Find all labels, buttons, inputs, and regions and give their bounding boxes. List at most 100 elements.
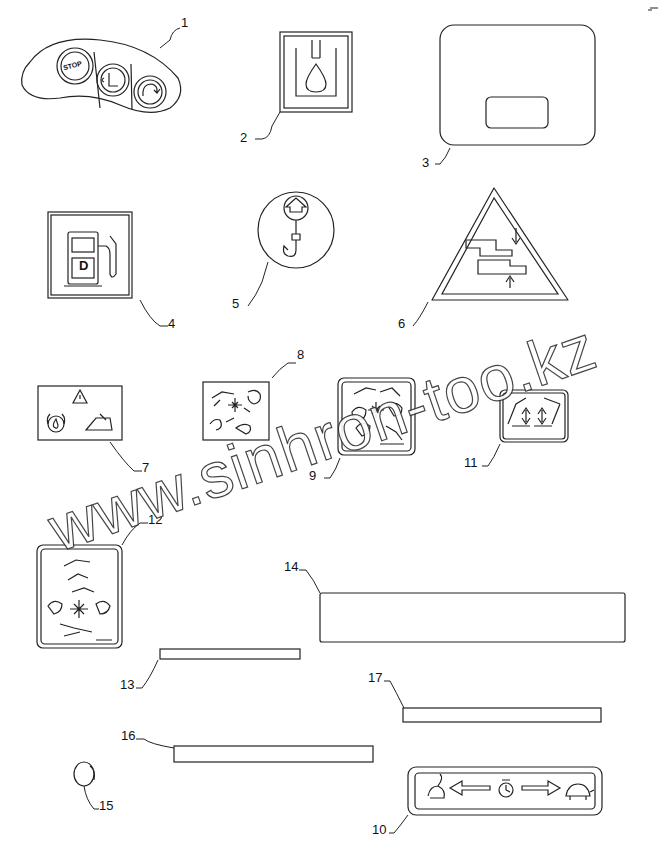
leader-lines: [272, 363, 296, 378]
callout-number: 16: [121, 729, 135, 742]
control-pattern-decal: [212, 392, 242, 412]
decal-strip: [403, 708, 601, 722]
lift-point-decal: [286, 198, 306, 212]
throttle-decal: [566, 784, 594, 800]
diesel-fuel-decal: [72, 238, 94, 252]
decal-strip: [174, 746, 373, 762]
start-switch-decal: [134, 76, 166, 108]
callout-number: 13: [120, 678, 134, 691]
diesel-fuel-decal: [72, 258, 94, 278]
arm-movement-decal: [522, 408, 530, 424]
plug-cap: [74, 762, 94, 786]
callout-number: 8: [297, 348, 304, 361]
control-pattern-decal: [64, 560, 94, 592]
control-pattern-decal: [244, 390, 260, 412]
fuel-letter: D: [79, 259, 88, 272]
start-switch-decal: [102, 73, 118, 86]
lift-point-decal: [284, 196, 308, 220]
crush-warning-decal: [432, 188, 568, 300]
control-pattern-decal: [70, 600, 88, 618]
lift-point-decal: [258, 192, 334, 268]
lift-point-decal: [284, 220, 301, 256]
oil-pressure-warning-decal: [73, 390, 87, 403]
blank-decal: [440, 25, 595, 145]
start-switch-decal: [57, 48, 93, 84]
throttle-decal: [408, 767, 602, 815]
throttle-decal: [502, 780, 510, 792]
start-switch-decal: [101, 68, 125, 92]
callout-number: 6: [398, 317, 405, 330]
start-switch-decal: [138, 80, 162, 104]
leader-lines: [299, 570, 320, 593]
leader-lines: [140, 300, 168, 326]
throttle-decal: [415, 773, 595, 809]
throttle-decal: [428, 774, 444, 798]
leader-lines: [136, 660, 158, 688]
crush-warning-decal: [442, 198, 558, 294]
diesel-fuel-decal: [68, 232, 98, 284]
hydraulic-oil-decal: [306, 64, 326, 92]
start-switch-decal: [22, 39, 181, 112]
leader-lines: [160, 28, 180, 48]
oil-pressure-warning-decal: [38, 386, 122, 440]
start-switch-decal: [94, 52, 132, 110]
diesel-fuel-decal: [48, 212, 132, 298]
button-text: STOP: [62, 60, 82, 72]
leader-lines: [384, 681, 404, 708]
diesel-fuel-decal: [98, 236, 116, 277]
control-pattern-decal: [60, 624, 112, 640]
hydraulic-oil-decal: [280, 32, 352, 112]
crush-warning-decal: [466, 240, 512, 256]
callout-number: 5: [232, 297, 239, 310]
hydraulic-oil-decal: [284, 36, 348, 108]
control-pattern-decal: [37, 545, 122, 648]
decal-strip: [320, 593, 625, 642]
decal-strip: [160, 649, 300, 659]
oil-pressure-warning-decal: [86, 414, 112, 430]
leader-lines: [255, 112, 280, 139]
callout-number: 14: [284, 560, 298, 573]
callout-number: 11: [464, 456, 478, 469]
diesel-fuel-decal: [48, 212, 132, 298]
start-switch-decal: [97, 64, 129, 96]
start-switch-decal: [61, 52, 89, 80]
start-switch-decal: [143, 84, 160, 96]
control-pattern-decal: [37, 545, 122, 648]
oil-pressure-warning-decal: [47, 414, 64, 424]
leader-lines: [84, 786, 99, 809]
leader-lines: [413, 302, 428, 326]
callout-number: 3: [422, 156, 429, 169]
hydraulic-oil-decal: [296, 40, 336, 96]
crush-warning-decal: [506, 228, 520, 288]
throttle-decal: [522, 781, 560, 795]
control-pattern-decal: [41, 549, 118, 644]
throttle-decal: [450, 781, 490, 795]
oil-pressure-warning-decal: [48, 416, 64, 432]
hydraulic-oil-decal: [280, 32, 352, 112]
start-switch-decal: [22, 39, 181, 112]
throttle-decal: [408, 767, 602, 815]
callout-number: 15: [99, 799, 113, 812]
callout-number: 17: [368, 671, 382, 684]
crush-warning-decal: [478, 260, 526, 274]
corner-mark: [648, 8, 658, 10]
leader-lines: [435, 148, 450, 164]
crush-warning-decal: [432, 188, 568, 300]
leader-lines: [389, 815, 408, 833]
control-pattern-decal: [48, 601, 110, 614]
diesel-fuel-decal: [64, 285, 102, 286]
leader-lines: [248, 262, 268, 306]
oil-pressure-warning-decal: [38, 386, 122, 440]
arm-movement-decal: [538, 408, 546, 424]
blank-decal: [440, 25, 595, 145]
callout-number: 10: [372, 823, 386, 836]
diesel-fuel-decal: [51, 215, 129, 295]
oil-pressure-warning-decal: [53, 419, 58, 428]
lift-point-decal: [258, 192, 334, 268]
callout-number: 4: [168, 317, 175, 330]
leader-lines: [136, 739, 174, 748]
plug-cap: [74, 762, 95, 786]
leader-lines: [482, 444, 500, 466]
plug-cap: [90, 766, 95, 780]
